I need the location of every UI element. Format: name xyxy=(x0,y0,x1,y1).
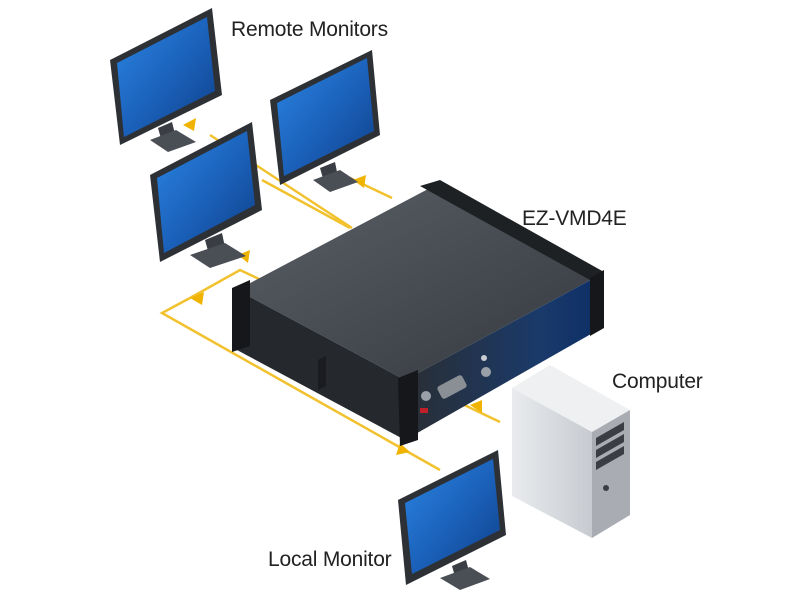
remote-monitor-a xyxy=(110,8,222,152)
arrow-loop-left xyxy=(190,292,204,305)
remote-monitor-c xyxy=(150,122,262,268)
local-monitor xyxy=(398,450,506,590)
arrow-remote-top xyxy=(183,118,196,131)
cable-remote-2 xyxy=(261,178,351,230)
local-monitor-label: Local Monitor xyxy=(268,548,392,571)
arrow-local xyxy=(396,443,410,455)
remote-monitor-b xyxy=(270,50,380,192)
ez-vmd4e-device xyxy=(232,180,604,446)
computer-tower xyxy=(512,365,630,538)
arrow-remote-right xyxy=(353,175,366,188)
arrow-computer xyxy=(470,400,482,413)
device-label: EZ-VMD4E xyxy=(522,207,627,230)
remote-monitors-label: Remote Monitors xyxy=(231,18,388,41)
computer-label: Computer xyxy=(612,370,703,393)
